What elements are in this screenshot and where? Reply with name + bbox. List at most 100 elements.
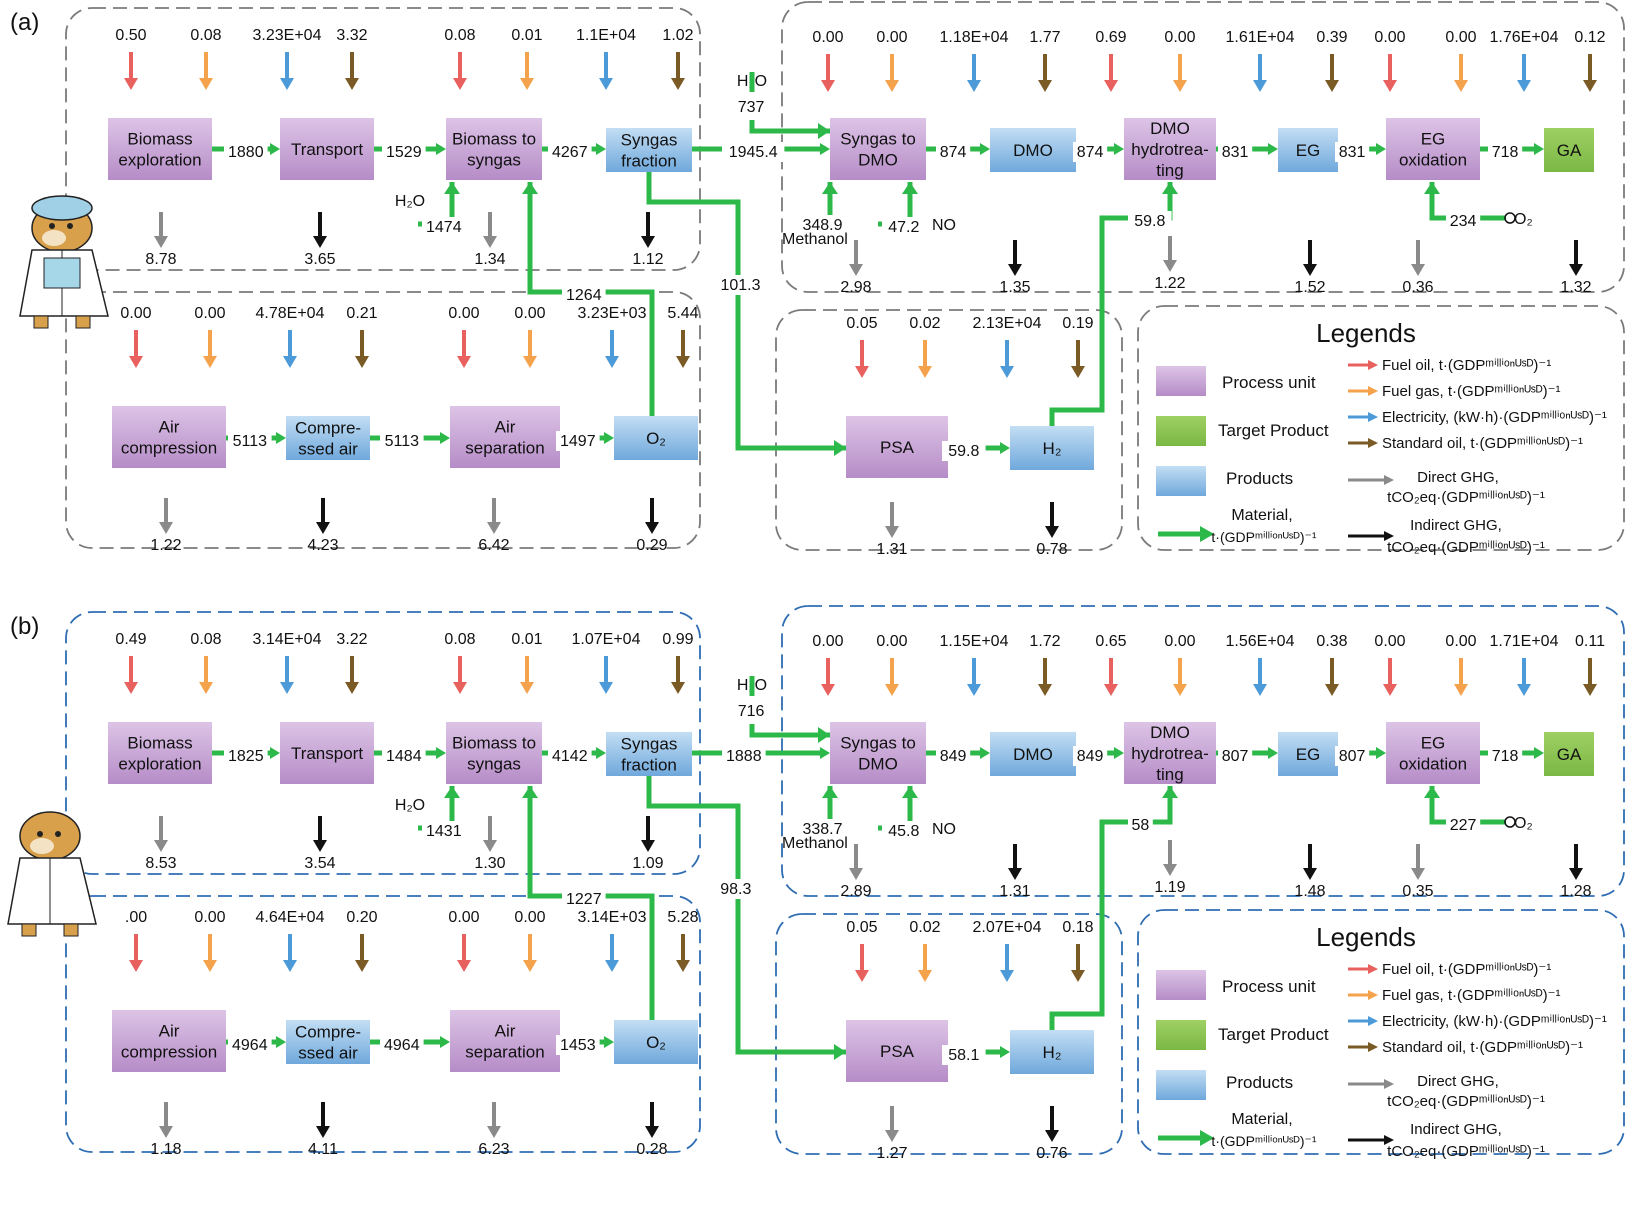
no-label: NO (932, 217, 956, 234)
h2-to-dmo-value: 59.8 (1134, 213, 1165, 230)
legend-electricity-arrow (1348, 1016, 1378, 1026)
indirect-ghg-arrow (1045, 1106, 1059, 1142)
electricity-value: 1.61E+04 (1226, 29, 1295, 46)
electricity-value: 3.23E+03 (578, 305, 647, 322)
flow-label-9-bg (1488, 142, 1523, 162)
fuel-gas-value: 0.08 (190, 631, 221, 648)
standard-oil-arrow (1325, 658, 1339, 696)
electricity-arrow (605, 330, 619, 368)
legend-fuel-gas-arrow (1348, 990, 1378, 1000)
to-psa-value: 101.3 (720, 277, 760, 294)
air-flow-label-2-bg (380, 1035, 424, 1055)
air-flow-label-3: 1453 (560, 1037, 596, 1054)
flow-label-8: 831 (1339, 144, 1366, 161)
air-compression-box-label: Air (159, 1022, 180, 1041)
methanol-value: 338.7 (802, 821, 842, 838)
standard-oil-arrow (671, 52, 685, 90)
electricity-value: 4.78E+04 (256, 305, 325, 322)
electricity-value: 1.07E+04 (572, 631, 641, 648)
no-value: 45.8 (888, 823, 919, 840)
indirect-ghg-value: 1.32 (1560, 279, 1591, 296)
biomass-to-syngas-box-label: syngas (467, 151, 521, 170)
to-psa-value: 98.3 (720, 881, 751, 898)
legend-material-arrow (1158, 1130, 1214, 1146)
fuel-gas-arrow (199, 656, 213, 694)
fuel-gas-value: 0.01 (511, 27, 542, 44)
h2o-bottom-value-bg (422, 217, 466, 237)
direct-ghg-value: 2.98 (840, 279, 871, 296)
legend-indirect-unit: tCO₂eq·(GDPᵐⁱˡˡⁱᵒⁿᵁˢᴰ)⁻¹ (1387, 539, 1545, 556)
direct-ghg-value: 0.35 (1402, 883, 1433, 900)
standard-oil-value: 0.20 (346, 909, 377, 926)
legend-standard-oil-label: Standard oil, t·(GDPᵐⁱˡˡⁱᵒⁿᵁˢᴰ)⁻¹ (1382, 1039, 1583, 1056)
fuel-gas-arrow (523, 330, 537, 368)
electricity-value: 1.1E+04 (576, 27, 636, 44)
compressed-air-box: Compre-ssed air (286, 1020, 370, 1064)
psa-h2-value-bg (942, 1045, 986, 1065)
flow-label-9: 718 (1492, 144, 1519, 161)
direct-ghg-value: 0.36 (1402, 279, 1433, 296)
standard-oil-value: 0.19 (1062, 315, 1093, 332)
h2-box-label: H₂ (1043, 1043, 1062, 1062)
legend-process-swatch (1156, 970, 1206, 1000)
air-flow-label-2-bg (380, 431, 424, 451)
fuel-gas-arrow (520, 52, 534, 90)
fuel-gas-arrow (885, 658, 899, 696)
legend-standard-oil-arrow (1348, 438, 1378, 448)
o2-loop-value-bg (562, 889, 606, 909)
electricity-arrow (1000, 944, 1014, 982)
frame-biomass-syngas (65, 611, 701, 875)
direct-ghg-arrow (487, 498, 501, 534)
fuel-gas-arrow (1454, 54, 1468, 92)
legend-indirect-ghg-arrow (1348, 1135, 1394, 1145)
ga-box-label: GA (1557, 745, 1582, 764)
fuel-gas-arrow (523, 934, 537, 972)
fuel-oil-arrow (129, 934, 143, 972)
direct-ghg-arrow (154, 816, 168, 852)
indirect-ghg-arrow (645, 1102, 659, 1138)
dmo-box: DMO (990, 732, 1076, 776)
legend-material-unit: t·(GDPᵐⁱˡˡⁱᵒⁿᵁˢᴰ)⁻¹ (1211, 1133, 1316, 1149)
dmo-hydrotreating-box-label: hydrotrea- (1131, 140, 1208, 159)
flow-label-6: 849 (1077, 748, 1104, 765)
flow-label-2-bg (382, 142, 426, 162)
h2-box: H₂ (1010, 1030, 1094, 1074)
fuel-gas-arrow (203, 330, 217, 368)
flow-label-6-bg (1073, 746, 1108, 766)
dmo-box-label: DMO (1013, 745, 1053, 764)
indirect-ghg-arrow (645, 498, 659, 534)
legend-target-swatch (1156, 1020, 1206, 1050)
panel-label: (a) (10, 9, 39, 36)
standard-oil-arrow (676, 330, 690, 368)
h2-to-dmo-value-bg (1128, 815, 1153, 835)
standard-oil-value: 3.32 (336, 27, 367, 44)
air-flow-label-3-bg (556, 431, 600, 451)
electricity-arrow (1517, 54, 1531, 92)
flow-label-8-bg (1335, 746, 1370, 766)
standard-oil-arrow (355, 934, 369, 972)
legend-direct-label: Direct GHG, (1417, 469, 1499, 486)
h2o-bottom-value: 1431 (426, 823, 462, 840)
flow-label-5: 849 (940, 748, 967, 765)
biomass-to-syngas-box-label: Biomass to (452, 734, 536, 753)
legend-direct-ghg-arrow (1348, 475, 1394, 485)
flow-label-1: 1825 (228, 748, 264, 765)
h2o-top-flow (749, 120, 830, 139)
dmo-box: DMO (990, 128, 1076, 172)
methanol-label: Methanol (782, 231, 848, 248)
o2-source-dot (1504, 212, 1516, 224)
flow-label-3: 4267 (552, 144, 588, 161)
legend-fuel-oil-label: Fuel oil, t·(GDPᵐⁱˡˡⁱᵒⁿᵁˢᴰ)⁻¹ (1382, 357, 1551, 374)
o2-in-value-bg (1446, 211, 1481, 231)
biomass-exploration-box-label: exploration (118, 151, 201, 170)
o2-source-dot (1504, 816, 1516, 828)
o2-source-label: O₂ (1514, 211, 1533, 228)
fuel-gas-arrow (1454, 658, 1468, 696)
o2-loop-value-bg (562, 285, 606, 305)
fuel-gas-value: 0.08 (190, 27, 221, 44)
psa-box: PSA (846, 1020, 948, 1082)
o2-flow (1424, 182, 1506, 221)
